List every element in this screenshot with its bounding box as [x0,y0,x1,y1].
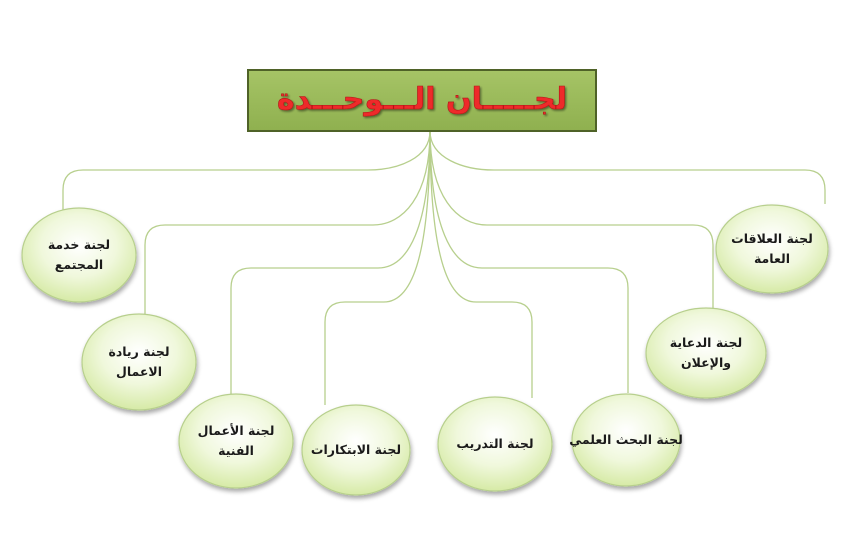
committee-node: لجنة الابتكارات [301,404,411,496]
committee-node-label: والإعلان [681,355,731,370]
connector-line [144,130,431,315]
committee-node-label: لجنة الابتكارات [311,442,401,457]
committee-nodes: لجنة خدمة المجتمع لجنة ريادة الاعمال لجنة ال… [21,204,829,496]
title-box-rect [247,69,597,132]
connector-line [429,130,826,204]
committee-node-label: لجنة ريادة [108,344,169,359]
committee-node-ellipse [81,313,197,411]
committee-node-label: لجنة التدريب [456,436,533,451]
committee-node-ellipse [301,404,411,496]
committee-node-label: لجنة البحث العلمي [569,432,683,447]
connector-line [230,130,431,394]
title-text: لجـــــان الـــوحـــدة [277,82,567,117]
committee-node-label: المجتمع [55,257,103,272]
committee-node-ellipse [715,204,829,294]
committee-node: لجنة البحث العلمي [569,393,683,487]
committee-node: لجنة خدمة المجتمع [21,207,137,303]
committee-node-label: العامة [754,251,790,266]
committee-node-label: الفنية [218,443,254,458]
committee-node-label: لجنة خدمة [48,237,110,252]
committee-node: لجنة العلاقات العامة [715,204,829,294]
connector-line [62,130,431,210]
connector-line [429,130,714,308]
committee-node-ellipse [437,396,553,492]
committee-node-ellipse [178,393,294,489]
committee-node-label: الاعمال [116,364,162,379]
committee-node-ellipse [21,207,137,303]
committee-node-label: لجنة الأعمال [198,423,275,438]
committee-node-ellipse [645,307,767,399]
committee-node-ellipse [571,393,681,487]
committee-node: لجنة الدعاية والإعلان [645,307,767,399]
connector-line [429,130,629,393]
connector-line [429,130,533,398]
committee-node: لجنة ريادة الاعمال [81,313,197,411]
title-box: لجـــــان الـــوحـــدة [247,69,597,132]
connector-lines [62,130,826,405]
committee-node-label: لجنة العلاقات [731,231,813,246]
connector-line [324,130,431,405]
committee-node-label: لجنة الدعاية [670,335,742,350]
committee-node: لجنة الأعمال الفنية [178,393,294,489]
committee-node: لجنة التدريب [437,396,553,492]
